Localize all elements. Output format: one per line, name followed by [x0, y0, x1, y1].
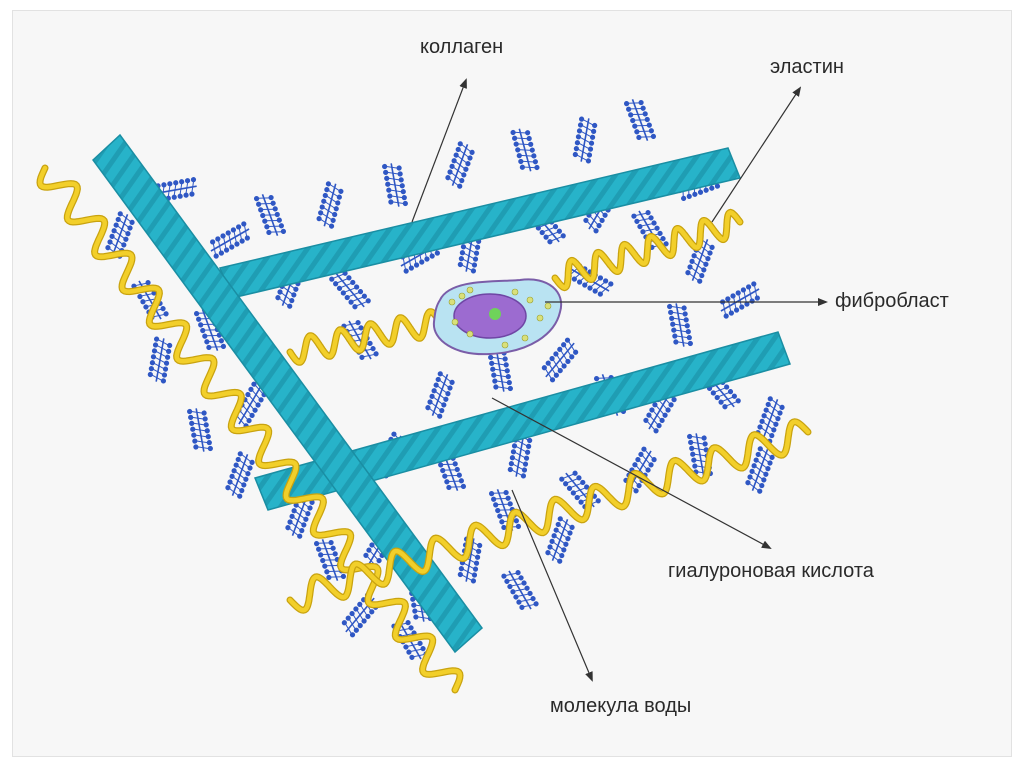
label-fibroblast: фибробласт — [835, 290, 949, 312]
pointer-elastin — [711, 86, 802, 223]
elastin-fibers — [36, 164, 812, 694]
hyaluronic-acid-molecule — [445, 141, 475, 189]
collagen-fiber-upper — [218, 147, 742, 299]
hyaluronic-acid-molecule — [720, 281, 760, 319]
collagen-fiber-lower — [253, 331, 791, 511]
fibroblast-cell — [432, 278, 563, 356]
hyaluronic-acid-molecule — [667, 303, 693, 347]
fibroblast-nucleolus — [489, 308, 501, 320]
hyaluronic-acid-molecule — [187, 408, 213, 452]
label-hyaluronic-acid: гиалуроновая кислота — [668, 560, 874, 582]
hyaluronic-acid-molecule — [285, 491, 315, 539]
hyaluronic-acid-molecule — [501, 570, 539, 610]
cell-granules — [448, 286, 552, 349]
hyaluronic-acid-molecule — [541, 337, 579, 383]
hyaluronic-acid-molecule — [488, 489, 522, 531]
hyaluronic-acid-molecule — [425, 371, 455, 419]
pointer-lines — [411, 78, 828, 682]
hyaluronic-acid-molecule — [147, 336, 173, 384]
hyaluronic-acid-molecule — [745, 446, 775, 494]
label-elastin: эластин — [770, 56, 844, 78]
pointer-water-molecule — [511, 489, 593, 682]
pointer-hyaluronic-acid — [491, 397, 772, 549]
hyaluronic-acid-molecule — [210, 221, 250, 259]
hyaluronic-acid-molecule — [623, 99, 657, 141]
hyaluronic-acid-molecule — [545, 516, 575, 564]
pointer-collagen — [411, 78, 467, 223]
collagen-fiber-diagonal — [91, 133, 484, 654]
elastin-fiber-left-of-cell — [286, 308, 444, 366]
label-collagen: коллаген — [420, 36, 504, 58]
hyaluronic-acid-molecule — [225, 451, 255, 499]
hyaluronic-acid-molecule — [105, 211, 135, 259]
collagen-fibers — [91, 133, 791, 654]
hyaluronic-acid-molecule — [572, 116, 598, 164]
label-water-molecule: молекула воды — [550, 695, 692, 717]
hyaluronic-acid-molecule — [329, 270, 371, 310]
hyaluronic-acid-molecule — [316, 181, 344, 229]
hyaluronic-acid-molecule — [253, 194, 287, 236]
elastin-fiber-lower — [286, 418, 812, 614]
elastin-fiber-right-of-cell — [551, 208, 744, 292]
hyaluronic-acid-molecule — [510, 128, 540, 172]
hyaluronic-acid-molecule — [382, 163, 408, 207]
elastin-fiber-long — [36, 164, 464, 694]
